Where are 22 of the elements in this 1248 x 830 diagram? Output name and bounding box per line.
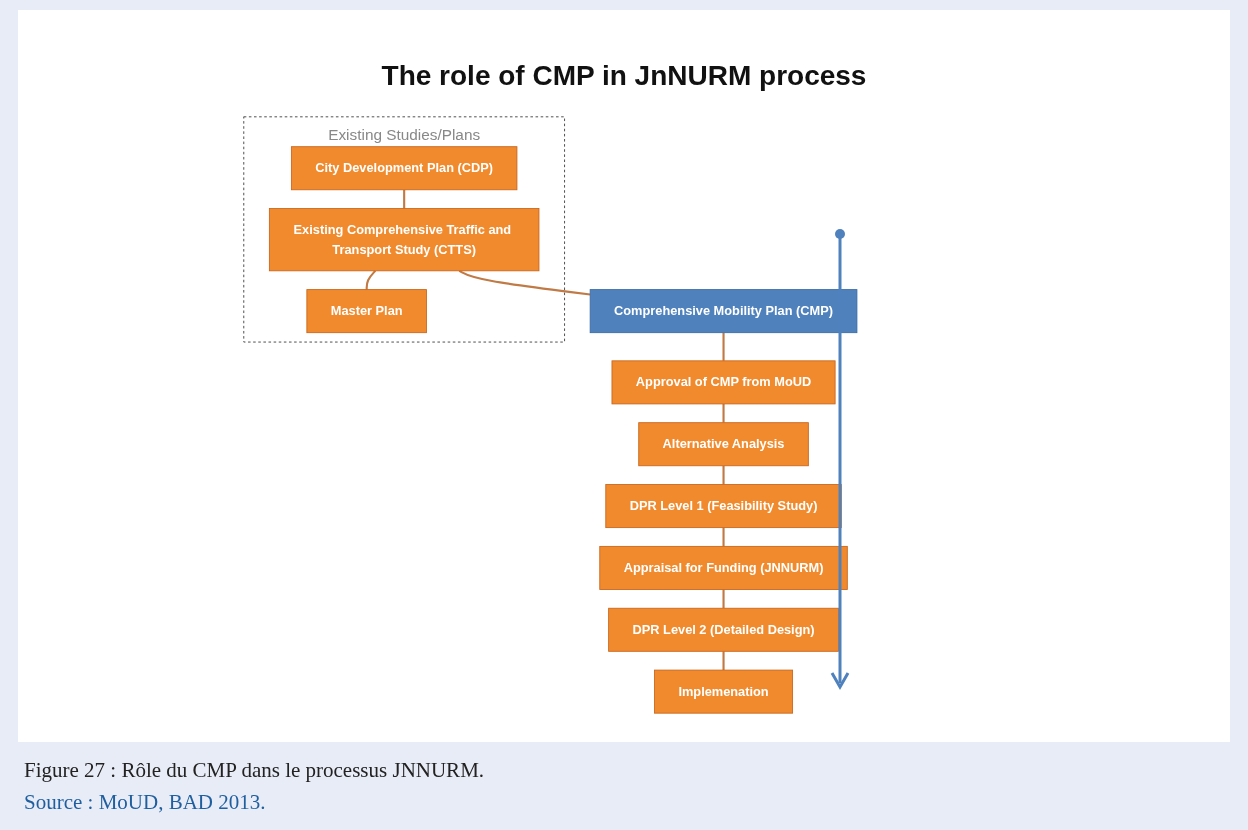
connector: [458, 269, 590, 296]
node-box: Implemenation: [653, 669, 793, 714]
connector: [722, 465, 725, 485]
node-box: DPR Level 2 (Detailed Design): [607, 607, 839, 652]
node-box: Alternative Analysis: [637, 422, 809, 467]
diagram-title: The role of CMP in JnNURM process: [380, 60, 868, 92]
connector: [722, 651, 725, 671]
connector: [402, 189, 405, 209]
figure-caption: Figure 27 : Rôle du CMP dans le processus JNNURM.: [24, 758, 485, 783]
connector: [722, 589, 725, 609]
node-box: Appraisal for Funding (JNNURM): [599, 545, 848, 590]
node-box: Existing Comprehensive Traffic and Transport Study (CTTS): [268, 208, 540, 272]
source-note: Source : MoUD, BAD 2013.: [24, 790, 266, 815]
node-box: DPR Level 1 (Feasibility Study): [605, 484, 842, 529]
connector: [365, 270, 376, 290]
node-box: Master Plan: [306, 289, 427, 334]
node-box: Comprehensive Mobility Plan (CMP): [589, 289, 857, 334]
node-box: Approval of CMP from MoUD: [611, 360, 836, 405]
connector: [722, 332, 725, 361]
connector: [722, 403, 725, 423]
node-box: City Development Plan (CDP): [290, 146, 517, 191]
connector: [722, 527, 725, 547]
